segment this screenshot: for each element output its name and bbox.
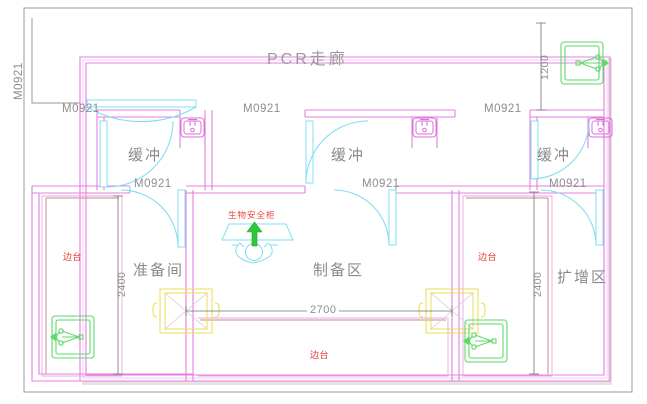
- door-tag-5: M0921: [362, 178, 400, 190]
- door-1: [86, 99, 197, 123]
- door-tag-4: M0921: [243, 103, 281, 115]
- equipment-label-bench3: 边台: [478, 252, 498, 262]
- room-label-mix: 制备区: [313, 262, 365, 279]
- dimension-line-right: [529, 191, 539, 375]
- door-4: [305, 120, 369, 184]
- corridor-label: PCR走廊: [267, 51, 348, 68]
- room-label-prep: 准备间: [133, 262, 185, 279]
- door-tag-6: M0921: [484, 103, 522, 115]
- door-7: [540, 189, 604, 246]
- wash-basin-1: [180, 117, 205, 138]
- sink-alcove-walls: [179, 117, 605, 148]
- equipment-label-bsc: 生物安全柜: [228, 210, 276, 220]
- door-tag-3: M0921: [134, 178, 172, 190]
- biological-safety-cabinet: [221, 223, 294, 264]
- dimension-text-top: 1200: [539, 54, 551, 80]
- dimension-text-center: 2700: [307, 305, 340, 316]
- bench-counter-outline: [41, 195, 553, 377]
- water-point-1: [560, 41, 609, 85]
- room-label-buffer3: 缓冲: [537, 147, 572, 164]
- corridor-partition-wall: [96, 109, 604, 118]
- room-label-amp: 扩增区: [557, 269, 609, 286]
- water-point-2: [50, 315, 95, 359]
- dimension-text-right: 2400: [532, 271, 544, 297]
- door-tag-7: M0921: [549, 178, 587, 190]
- wash-basin-2: [412, 117, 437, 138]
- room-label-buffer2: 缓冲: [331, 147, 366, 164]
- door-2: [99, 120, 174, 188]
- door-tag-2: M0921: [62, 103, 100, 115]
- water-point-3: [463, 319, 508, 363]
- room-label-buffer1: 缓冲: [128, 147, 163, 164]
- equipment-label-bench2: 边台: [310, 350, 330, 360]
- sheet-frame: [23, 7, 633, 393]
- door-3: [120, 189, 186, 248]
- room-partition-walls: [96, 110, 538, 381]
- building-outer-walls-thin: [82, 59, 608, 379]
- equipment-label-bench1: 边台: [63, 252, 83, 262]
- dimension-line-left: [113, 195, 123, 375]
- dimension-text-left: 2400: [116, 271, 128, 297]
- building-outer-walls: [79, 56, 611, 382]
- door-5: [333, 189, 397, 246]
- lower-partition-wall: [32, 185, 604, 194]
- airflow-arrow-icon: [246, 221, 263, 247]
- door-tag-1: M0921: [13, 62, 25, 100]
- left-extension-walls-magenta: [31, 193, 193, 382]
- door-6: [530, 120, 590, 180]
